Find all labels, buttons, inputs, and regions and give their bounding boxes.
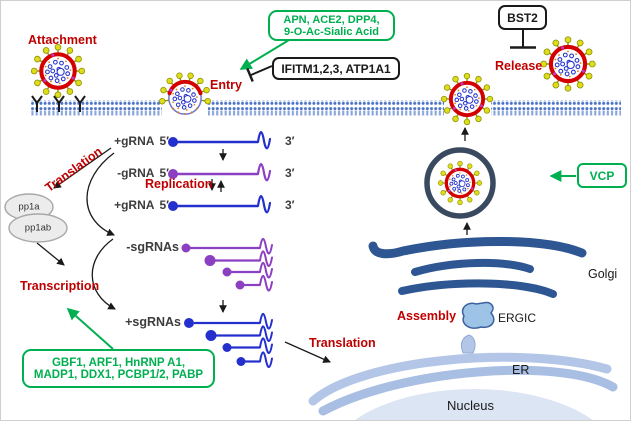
ergic-shape [461, 301, 495, 329]
label-release: Release [495, 59, 543, 73]
label-attachment: Attachment [28, 33, 97, 47]
nucleus-shape [355, 389, 593, 420]
label-golgi: Golgi [588, 267, 618, 281]
arrow-pp-to-transcription [36, 242, 65, 266]
minus-grna-row [168, 163, 272, 182]
label-assembly: Assembly [397, 309, 457, 323]
receptor-icons [31, 95, 86, 112]
entry-restriction-box: IFITM1,2,3, ATP1A1 [272, 57, 400, 80]
label-nucleus: Nucleus [447, 398, 494, 413]
plasma-membrane-segment [491, 100, 621, 116]
er-membrane-band-upper [308, 352, 612, 406]
label-plus-grna-1: +gRNA 5′ [105, 135, 169, 148]
er-exit-bud [460, 334, 476, 354]
five-prime: 5′ [159, 198, 169, 212]
entry-restriction-text: IFITM1,2,3, ATP1A1 [281, 61, 391, 76]
five-prime: 5′ [159, 134, 169, 148]
bst2-text: BST2 [507, 10, 538, 25]
arrow-sgrna-to-er-translation [284, 341, 331, 363]
transcription-factors-line1: GBF1, ARF1, HnRNP A1, [51, 356, 186, 369]
virus-budding [441, 73, 493, 125]
five-prime: 5′ [159, 166, 169, 180]
transcription-factors-box: GBF1, ARF1, HnRNP A1, MADP1, DDX1, PCBP1… [22, 349, 215, 388]
plasma-membrane-segment [31, 100, 162, 116]
label-plus-grna-2: +gRNA 5′ [105, 199, 169, 212]
label-pp1a: pp1a [18, 201, 40, 213]
arrow-translation-pp [53, 147, 112, 189]
transcription-factors-line2: MADP1, DDX1, PCBP1/2, PABP [33, 368, 204, 381]
entry-receptors-line1: APN, ACE2, DPP4, [283, 13, 380, 26]
arrow-receptors-to-entry [239, 39, 290, 70]
label-minus-sgrnas: -sgRNAs [121, 240, 179, 254]
label-transcription: Transcription [20, 279, 100, 293]
label-ergic: ERGIC [498, 311, 537, 325]
plasma-membrane-segment [208, 100, 444, 116]
entry-receptors-box: APN, ACE2, DPP4, 9-O-Ac-Sialic Acid [268, 10, 395, 41]
plus-grna-text: +gRNA [114, 134, 155, 148]
plus-sgrna-set [184, 312, 273, 368]
pp1ab-cloud [8, 213, 68, 243]
bst2-box: BST2 [498, 5, 547, 30]
plus-grna-row-2 [168, 195, 272, 214]
label-er: ER [512, 363, 530, 377]
plus-sgrnas-text: +sgRNAs [125, 315, 181, 329]
label-pp1ab: pp1ab [24, 222, 52, 234]
vcp-box: VCP [577, 163, 627, 188]
er-membrane-band-lower [318, 365, 618, 416]
three-prime-1: 3′ [285, 134, 295, 148]
inhibit-cap-ifitm [246, 68, 254, 82]
arrow-factors-to-transcription [66, 307, 114, 350]
vcp-text: VCP [589, 168, 615, 183]
plus-grna-row-1 [168, 131, 272, 150]
label-plus-sgrnas: +sgRNAs [123, 315, 181, 329]
label-replication: Replication [145, 177, 213, 191]
inhibit-bar-ifitm [250, 65, 273, 76]
label-translation-structural: Translation [309, 336, 376, 350]
arrow-grna-to-minus-sgrnas [86, 152, 115, 236]
golgi-cisterna-3 [398, 279, 557, 298]
virus-released [541, 37, 596, 92]
label-minus-grna: -gRNA 5′ [105, 167, 169, 180]
minus-grna-text: -gRNA [117, 166, 155, 180]
three-prime-3: 3′ [285, 198, 295, 212]
entry-receptors-line2: 9-O-Ac-Sialic Acid [284, 25, 379, 38]
label-entry: Entry [210, 78, 242, 92]
arrow-to-plus-sgrnas [91, 238, 116, 310]
golgi-cisterna-1 [368, 237, 587, 259]
plus-grna-text: +gRNA [114, 198, 155, 212]
virus-attachment [31, 44, 84, 97]
golgi-cisterna-2 [411, 258, 534, 276]
minus-sgrnas-text: -sgRNAs [126, 240, 179, 254]
three-prime-2: 3′ [285, 166, 295, 180]
virus-entry [159, 72, 211, 115]
minus-sgrna-set [181, 237, 273, 292]
